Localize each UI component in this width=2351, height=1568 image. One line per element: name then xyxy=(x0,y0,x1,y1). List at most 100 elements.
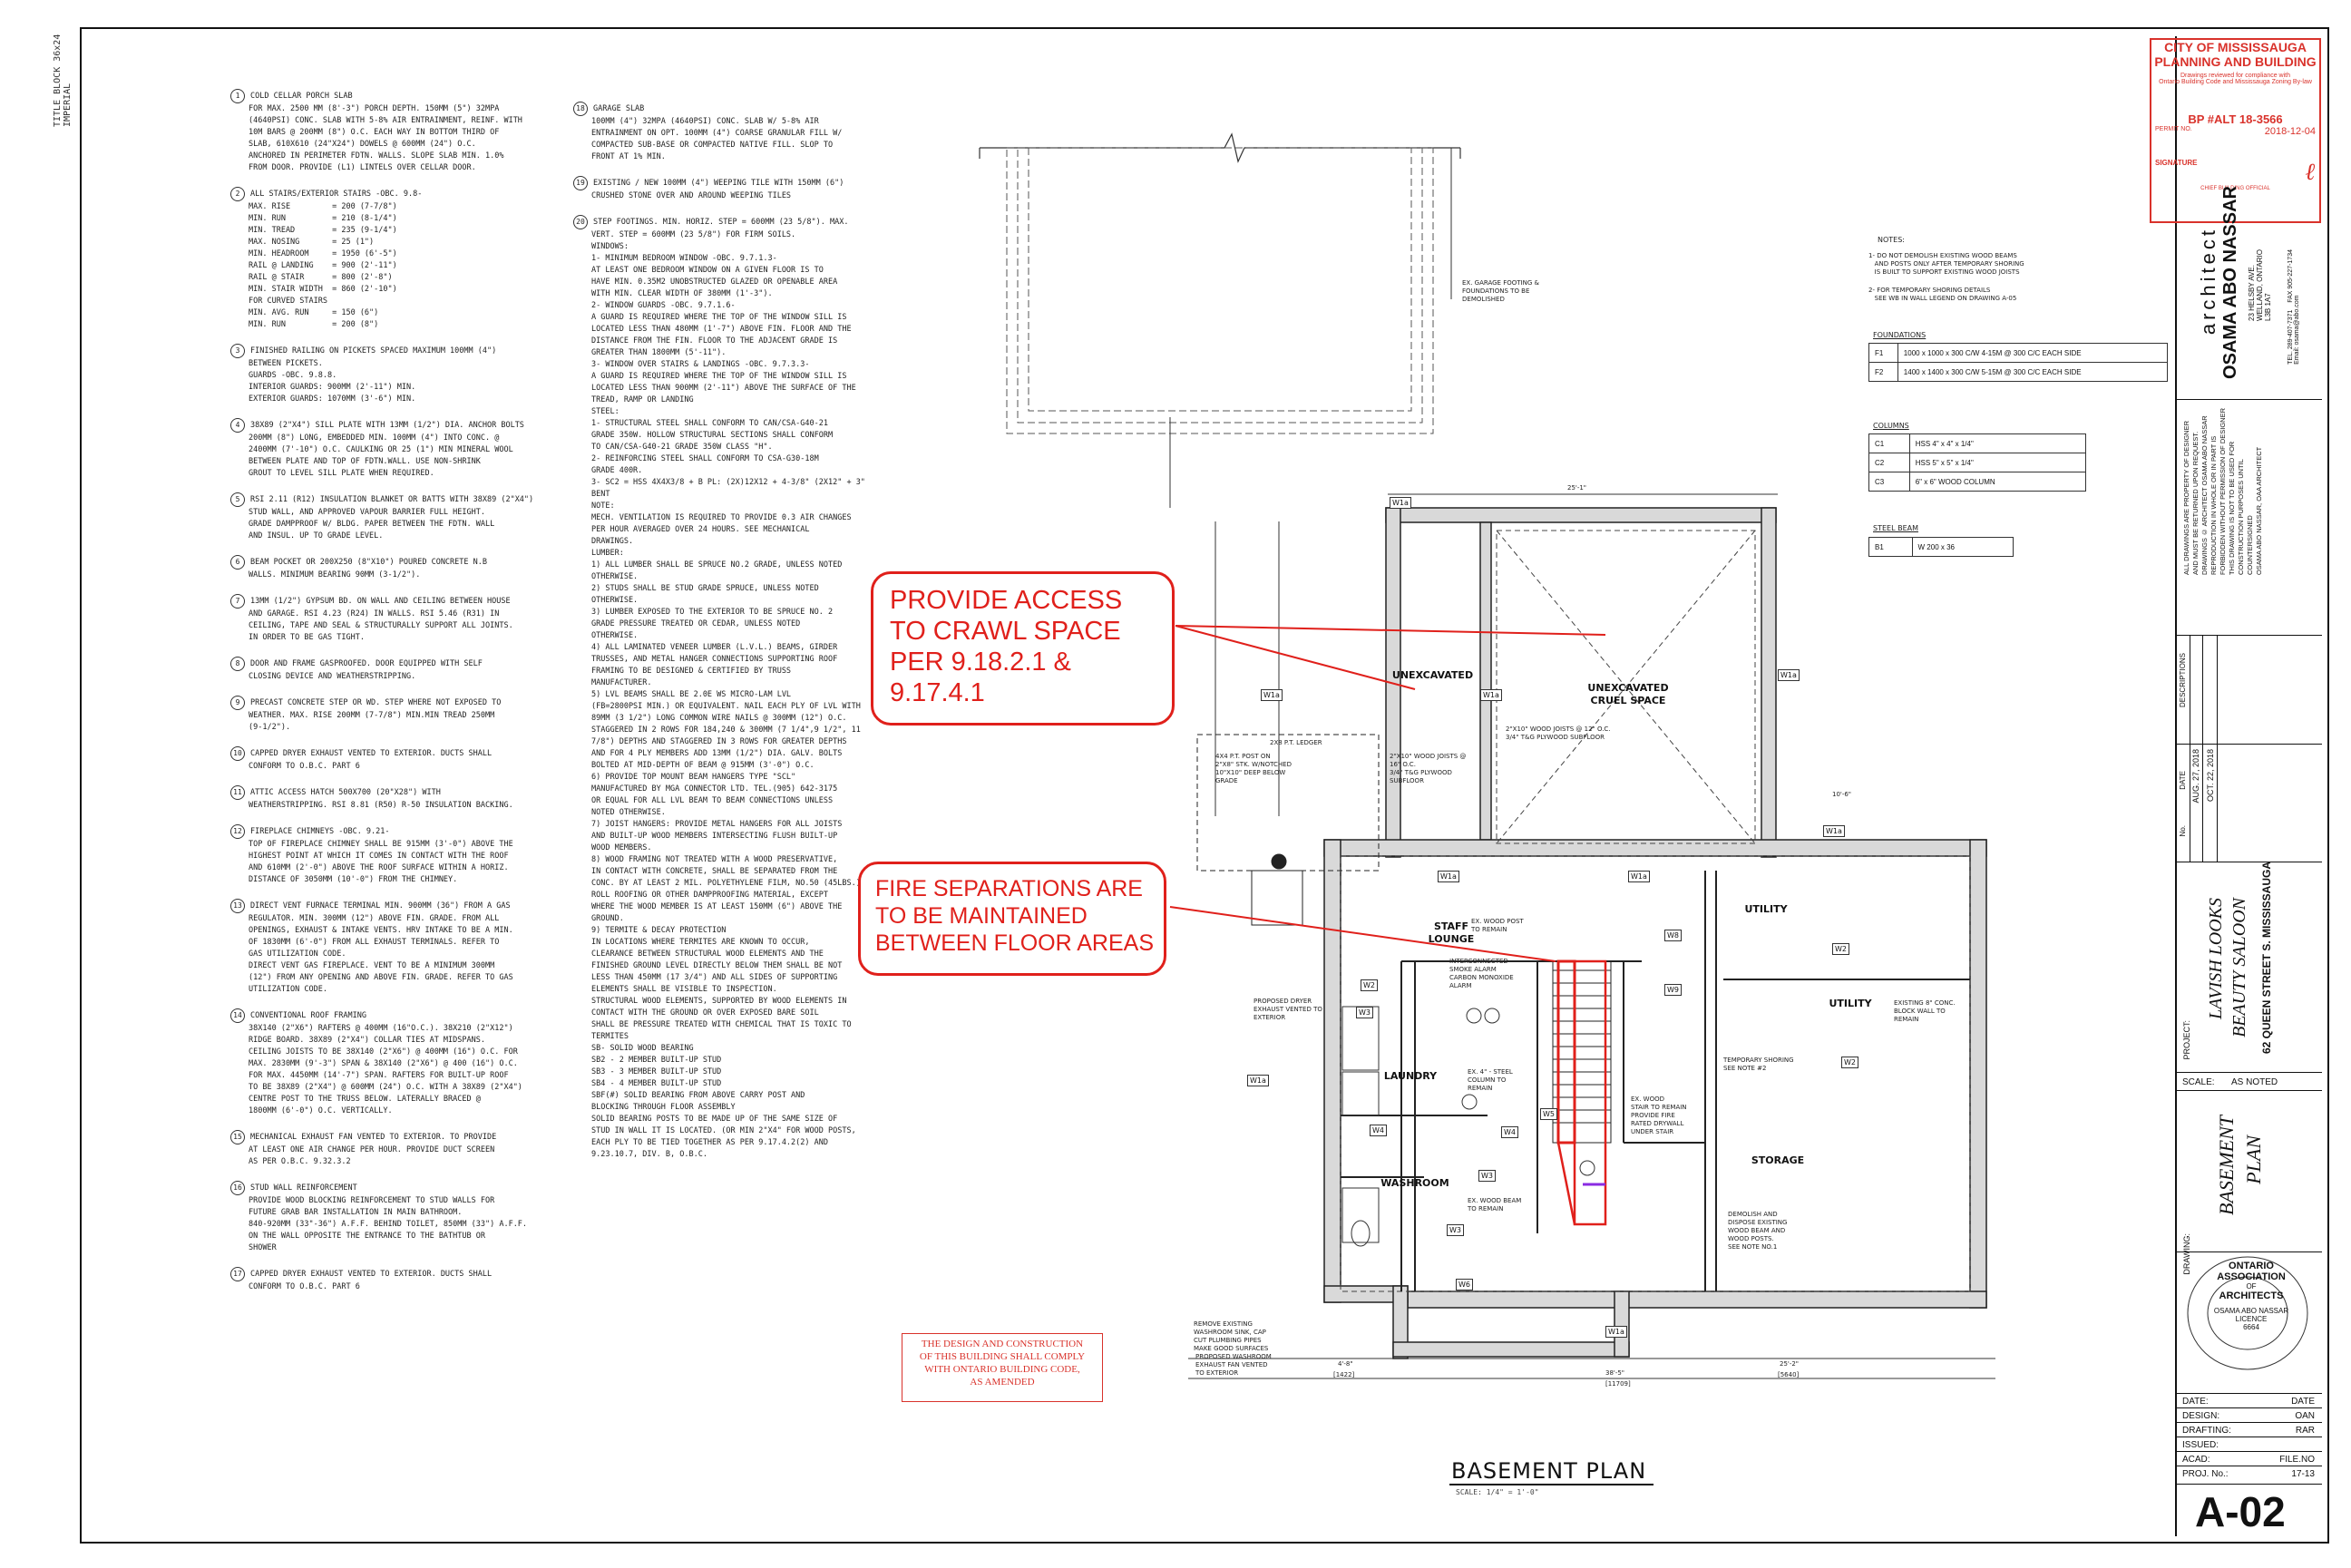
drawing-name-2: PLAN xyxy=(2242,1135,2265,1184)
beam-id: B1 xyxy=(1868,537,1913,557)
note-line: AND FOR 4 PLY MEMBERS ADD 13MM (1/2") DI… xyxy=(591,749,843,758)
oaa-seal-architects: ARCHITECTS xyxy=(2219,1290,2284,1301)
scale-label: SCALE: xyxy=(2182,1077,2215,1087)
note-wood-post: EX. WOOD POST TO REMAIN xyxy=(1471,918,1524,933)
note-line: VERT. STEP = 600MM (23 5/8") FOR FIRM SO… xyxy=(591,230,796,239)
note-line: GRADE 350W. HOLLOW STRUCTURAL SECTIONS S… xyxy=(591,431,834,440)
note-line: 13MM (1/2") GYPSUM BD. ON WALL AND CEILI… xyxy=(250,597,511,606)
city-stamp-signature-mark: ℓ xyxy=(2305,159,2316,185)
notes-box-note-2: 2- FOR TEMPORARY SHORING DETAILS SEE WB … xyxy=(1868,287,2017,302)
note-line: STEP FOOTINGS. MIN. HORIZ. STEP = 600MM … xyxy=(593,218,849,227)
info-value: 17-13 xyxy=(2291,1469,2315,1479)
window-tag: W4 xyxy=(1501,1126,1518,1138)
note-line: DIRECT VENT GAS FIREPLACE. VENT TO BE A … xyxy=(249,961,495,970)
room-washroom: WASHROOM xyxy=(1380,1177,1449,1189)
note-line: 840-920MM (33"-36") A.F.F. BEHIND TOILET… xyxy=(249,1220,528,1229)
note-line: AS PER O.B.C. 9.32.3.2 xyxy=(249,1157,351,1166)
note-line: NOTE: xyxy=(591,502,615,511)
window-tag: W4 xyxy=(1370,1125,1387,1136)
note-line: OR EQUAL FOR ALL LVL BEAM TO BEAM CONNEC… xyxy=(591,796,834,805)
note-number: 2 xyxy=(230,187,245,201)
note-line: MAX. 2830MM (9'-3") SPAN & 38X140 (2"X6"… xyxy=(249,1059,518,1068)
note-line: OTHERWISE. xyxy=(591,596,639,605)
tb-divider-5 xyxy=(2177,1251,2322,1252)
info-row: DATE: DATE xyxy=(2177,1393,2322,1408)
note-line: SB4 - 4 MEMBER BUILT-UP STUD xyxy=(591,1079,722,1088)
note-line: WINDOWS: xyxy=(591,242,629,251)
note-smoke-alarm: INTERCONNECTED SMOKE ALARM CARBON MONOXI… xyxy=(1449,958,1514,989)
note-number: 9 xyxy=(230,696,245,710)
note-line: LESS THAN 450MM (17 3/4") AND ALL SIDES … xyxy=(591,973,838,982)
note-line: STUD WALL REINFORCEMENT xyxy=(250,1183,357,1193)
note-line: 6) PROVIDE TOP MOUNT BEAM HANGERS TYPE "… xyxy=(591,773,796,782)
note-line: GROUT TO LEVEL SILL PLATE WHEN REQUIRED. xyxy=(249,469,434,478)
code-compliance-note: THE DESIGN AND CONSTRUCTION OF THIS BUIL… xyxy=(902,1333,1103,1402)
note-wood-stair: EX. WOOD STAIR TO REMAIN PROVIDE FIRE RA… xyxy=(1631,1096,1687,1135)
room-crawl-space: UNEXCAVATED CRUEL SPACE xyxy=(1587,682,1669,706)
note-line: ATTIC ACCESS HATCH 500X700 (20"X28") WIT… xyxy=(250,788,441,797)
note-line: PER HOUR AVERAGED OVER 24 HOURS. SEE MEC… xyxy=(591,525,810,534)
note-steel-column: EX. 4" - STEEL COLUMN TO REMAIN xyxy=(1468,1068,1513,1092)
window-tag: W2 xyxy=(1841,1057,1858,1068)
note-number: 15 xyxy=(230,1130,245,1144)
note-line: 7/8") DEPTHS AND STAGGERED IN 3 ROWS FOR… xyxy=(591,737,847,746)
note-line: GARAGE SLAB xyxy=(593,104,645,113)
note-number: 18 xyxy=(573,102,588,116)
window-tag: W8 xyxy=(1664,930,1682,941)
note-joists-crawl: 2"X10" WOOD JOISTS @ 12" O.C. 3/4" T&G P… xyxy=(1506,726,1611,741)
info-label: ACAD: xyxy=(2182,1455,2210,1465)
note-line: EACH PLY TO BE TIED TOGETHER AS PER 9.17… xyxy=(591,1138,828,1147)
room-utility-top: UTILITY xyxy=(1744,903,1788,915)
note-line: ENTRAINMENT ON OPT. 100MM (4") COARSE GR… xyxy=(591,129,843,138)
note-number: 11 xyxy=(230,785,245,800)
note-line: FINISHED GROUND LEVEL DIRECTLY BELOW THE… xyxy=(591,961,843,970)
dim-b6: [11709] xyxy=(1605,1380,1631,1388)
window-tag: W1a xyxy=(1823,825,1845,837)
window-tag: W6 xyxy=(1456,1279,1473,1290)
footing-id: F2 xyxy=(1868,362,1898,382)
info-value: DATE xyxy=(2291,1397,2315,1407)
rev-date-header: DATE xyxy=(2179,771,2187,790)
note-line: STEEL: xyxy=(591,407,619,416)
note-line: CONTACT WITH THE GROUND OR OVER EXPOSED … xyxy=(591,1008,819,1018)
note-temp-shoring: TEMPORARY SHORING SEE NOTE #2 xyxy=(1723,1057,1794,1072)
window-tag: W1a xyxy=(1390,497,1411,509)
note-number: 14 xyxy=(230,1008,245,1023)
dim-b3: 10'-6" xyxy=(1832,791,1852,798)
info-label: DATE: xyxy=(2182,1397,2209,1407)
callout-fire-separation-text: FIRE SEPARATIONS ARE TO BE MAINTAINED BE… xyxy=(875,876,1155,956)
note-line: 3- SC2 = HSS 4X4X3/8 + B PL: (2X)12X12 +… xyxy=(591,478,865,487)
rev-row1-date: AUG. 27, 2018 xyxy=(2191,749,2200,803)
note-line: OF 1830MM (6'-0") FROM ALL EXHAUST TERMI… xyxy=(249,938,500,947)
note-line: BOLTED AT MID-DEPTH OF BEAM @ 915MM (3'-… xyxy=(591,761,815,770)
note-demolish: DEMOLISH AND DISPOSE EXISTING WOOD BEAM … xyxy=(1728,1211,1788,1251)
note-line: ALL STAIRS/EXTERIOR STAIRS -OBC. 9.8- xyxy=(250,190,423,199)
note-number: 10 xyxy=(230,746,245,761)
note-line: A GUARD IS REQUIRED WHERE THE TOP OF THE… xyxy=(591,372,847,381)
revisions-block: No. DATE DESCRIPTIONS AUG. 27, 2018 OCT.… xyxy=(2177,635,2322,862)
note-line: FOR MAX. 2500 MM (8'-3") PORCH DEPTH. 15… xyxy=(249,104,500,113)
note-line: DIRECT VENT FURNACE TERMINAL MIN. 900MM … xyxy=(250,901,511,911)
note-wood-beam: EX. WOOD BEAM TO REMAIN xyxy=(1468,1197,1522,1213)
note-line: MIN. RUN = 210 (8-1/4") xyxy=(249,214,397,223)
note-line: HIGHEST POINT AT WHICH IT COMES IN CONTA… xyxy=(249,852,509,861)
note-line: TREAD, RAMP OR LANDING xyxy=(591,395,694,404)
note-line: IN ORDER TO BE GAS TIGHT. xyxy=(249,633,365,642)
dim-bottom-overall: 38'-5" xyxy=(1605,1369,1625,1377)
columns-title: COLUMNS xyxy=(1873,422,1909,430)
note-line: 8) WOOD FRAMING NOT TREATED WITH A WOOD … xyxy=(591,855,838,864)
rev-desc-header: DESCRIPTIONS xyxy=(2179,653,2187,708)
project-address: 62 QUEEN STREET S. MISSISSAUGA xyxy=(2260,862,2273,1055)
note-line: 38X140 (2"X6") RAFTERS @ 400MM (16"O.C.)… xyxy=(249,1024,513,1033)
note-line: ELEMENTS SHALL BE VISIBLE TO INSPECTION. xyxy=(591,985,777,994)
note-line: DISTANCE FROM THE FIN. FLOOR TO THE ADJA… xyxy=(591,336,838,346)
note-line: FOR MAX. 4450MM (14'-7") SPAN. RAFTERS F… xyxy=(249,1071,509,1080)
steel-beam-title: STEEL BEAM xyxy=(1873,524,1918,532)
